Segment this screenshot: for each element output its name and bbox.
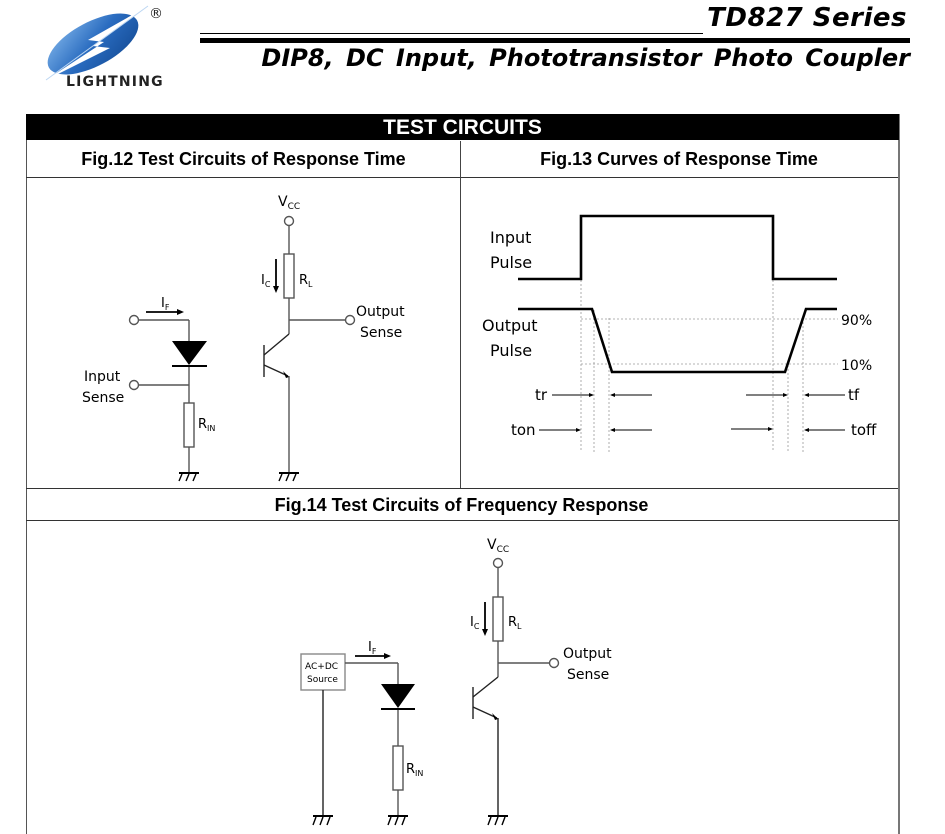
ground-icon xyxy=(487,815,508,826)
if-label: IF xyxy=(161,296,170,312)
vcc-terminal-icon xyxy=(492,557,504,569)
fig14-title: Fig.14 Test Circuits of Frequency Respon… xyxy=(274,495,649,515)
ic-arrow-icon xyxy=(482,629,488,636)
if-arrow-icon xyxy=(384,653,391,659)
document-subtitle: DIP8, DC Input, Phototransistor Photo Co… xyxy=(261,44,910,72)
vcc-label: VCC xyxy=(487,537,509,555)
input-terminal-icon xyxy=(128,314,140,326)
source-label: AC+DC xyxy=(305,662,338,672)
output-sense-label: Output xyxy=(563,646,612,662)
test-circuits-table xyxy=(26,114,900,834)
ground-icon xyxy=(387,815,408,826)
lightning-logo: ® xyxy=(45,5,163,81)
ic-label: IC xyxy=(261,273,271,289)
load-resistor-icon xyxy=(492,596,504,642)
input-pulse-label: Input xyxy=(490,228,531,247)
vcc-label: VCC xyxy=(278,194,300,212)
input-pulse-waveform xyxy=(518,214,837,281)
header-thin-rule xyxy=(200,33,703,34)
ground-icon xyxy=(312,815,333,826)
ground-icon xyxy=(178,472,199,482)
tr-label: tr xyxy=(535,386,548,404)
rin-label: RIN xyxy=(406,762,423,778)
level-90-label: 90% xyxy=(841,313,872,329)
table-divider xyxy=(26,177,898,178)
fig13-title: Fig.13 Curves of Response Time xyxy=(540,149,818,169)
output-pulse-waveform xyxy=(518,307,837,374)
ground-icon xyxy=(278,472,299,482)
input-sense-label: Input xyxy=(84,369,121,385)
registered-mark: ® xyxy=(149,6,163,22)
transistor-emitter-arrow-icon xyxy=(492,713,498,720)
ic-arrow-icon xyxy=(273,286,279,293)
table-divider xyxy=(26,488,898,489)
rl-label: RL xyxy=(299,273,313,289)
fig12-title: Fig.12 Test Circuits of Response Time xyxy=(81,149,406,169)
ic-label: IC xyxy=(470,615,480,631)
if-label: IF xyxy=(368,640,377,656)
toff-label: toff xyxy=(851,421,877,439)
header-thick-rule xyxy=(200,38,910,43)
level-10-label: 10% xyxy=(841,358,872,374)
rin-label: RIN xyxy=(198,417,215,433)
output-sense-label: Sense xyxy=(567,667,609,683)
input-sense-terminal-icon xyxy=(128,379,140,391)
input-resistor-icon xyxy=(392,745,404,791)
transistor-emitter-arrow-icon xyxy=(283,371,289,378)
ac-dc-source-box xyxy=(300,653,346,691)
source-label: Source xyxy=(307,675,338,685)
timing-arrowheads xyxy=(576,393,809,432)
output-sense-terminal-icon xyxy=(548,657,560,669)
logo-text: LIGHTNING xyxy=(66,74,164,90)
led-diode-icon xyxy=(381,684,415,708)
rl-label: RL xyxy=(508,615,522,631)
section-banner: TEST CIRCUITS xyxy=(26,114,899,140)
output-sense-terminal-icon xyxy=(344,314,356,326)
output-sense-label: Output xyxy=(356,304,405,320)
output-sense-label: Sense xyxy=(360,325,402,341)
table-column-divider xyxy=(460,141,461,488)
input-pulse-label: Pulse xyxy=(490,253,532,272)
led-diode-icon xyxy=(172,341,207,365)
input-sense-label: Sense xyxy=(82,390,124,406)
ton-label: ton xyxy=(511,421,536,439)
output-pulse-label: Output xyxy=(482,316,538,335)
vcc-terminal-icon xyxy=(283,215,295,227)
output-pulse-label: Pulse xyxy=(490,341,532,360)
table-divider xyxy=(26,520,898,521)
series-title: TD827 Series xyxy=(707,3,907,33)
tf-label: tf xyxy=(848,386,860,404)
if-arrow-icon xyxy=(177,309,184,315)
